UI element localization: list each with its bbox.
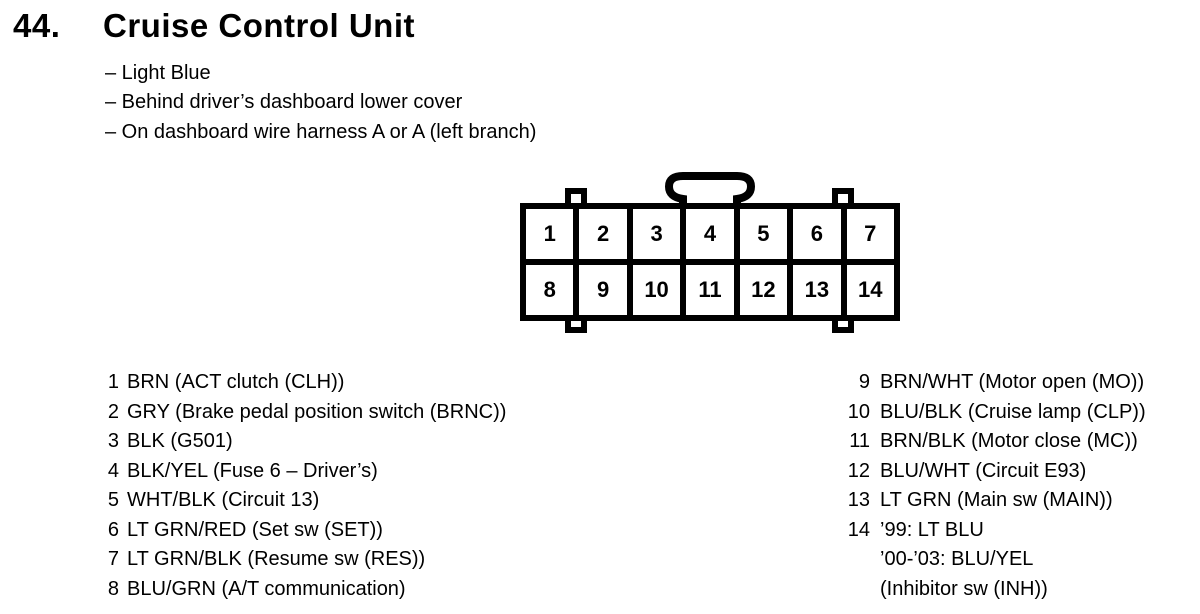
pin-description: (Inhibitor sw (INH)) (880, 577, 1048, 600)
pin-number: 12 (847, 459, 870, 482)
connector-body: 1 2 3 4 5 6 7 8 9 10 11 12 13 14 (520, 203, 900, 321)
pin-cell: 5 (739, 209, 788, 259)
pin-cell: 8 (526, 265, 574, 315)
pin-description: LT GRN/BLK (Resume sw (RES)) (127, 548, 426, 570)
pin-description: BLU/WHT (Circuit E93) (880, 459, 1087, 482)
pin-number: 3 (107, 430, 119, 452)
pin-number: 1 (107, 371, 119, 393)
pin-number: 11 (849, 430, 870, 452)
pin-cell: 11 (686, 265, 734, 315)
pin-cell: 13 (793, 265, 841, 315)
pin-cell: 14 (846, 265, 894, 315)
pin-number: 4 (107, 459, 119, 482)
connector-latch-icon (664, 172, 756, 213)
pin-row: 11 BRN/BLK (Motor close (MC)) (844, 427, 1146, 457)
pin-cell: 12 (739, 265, 788, 315)
pin-number-spacer (844, 575, 870, 605)
pin-row: 5 WHT/BLK (Circuit 13) (105, 486, 506, 516)
pin-row: 8 BLU/GRN (A/T communication) (105, 575, 506, 605)
pin-row: 4 BLK/YEL (Fuse 6 – Driver’s) (105, 457, 506, 487)
pin-row: 1 BRN (ACT clutch (CLH)) (105, 368, 506, 398)
pin-number: 6 (107, 518, 119, 541)
pin-row-continuation: ’00-’03: BLU/YEL (844, 545, 1146, 575)
pin-description: BLU/BLK (Cruise lamp (CLP)) (880, 400, 1146, 423)
pin-description: LT GRN/RED (Set sw (SET)) (127, 518, 383, 541)
pin-cell: 7 (846, 209, 894, 259)
pin-cell: 10 (632, 265, 681, 315)
pin-row: 6 LT GRN/RED (Set sw (SET)) (105, 516, 506, 546)
pin-description: BLU/GRN (A/T communication) (127, 577, 406, 600)
section-number: 44. (13, 7, 61, 44)
pin-row: 10 BLU/BLK (Cruise lamp (CLP)) (844, 398, 1146, 428)
pin-cell: 2 (579, 209, 627, 259)
page-title: Cruise Control Unit (103, 7, 415, 44)
pin-number: 7 (107, 548, 119, 570)
notes-list: – Light Blue – Behind driver’s dashboard… (105, 59, 536, 147)
note-line: – On dashboard wire harness A or A (left… (105, 120, 537, 143)
pin-row: 12 BLU/WHT (Circuit E93) (844, 457, 1146, 487)
pin-row-continuation: (Inhibitor sw (INH)) (844, 575, 1146, 605)
pin-description: BRN (ACT clutch (CLH)) (127, 371, 345, 393)
pin-description: ’99: LT BLU (880, 518, 984, 541)
pin-number-spacer (844, 545, 870, 575)
pin-number: 13 (847, 489, 870, 511)
connector-pin-grid: 1 2 3 4 5 6 7 8 9 10 11 12 13 14 (526, 209, 894, 315)
pin-cell: 4 (686, 209, 734, 259)
pin-description: GRY (Brake pedal position switch (BRNC)) (127, 400, 507, 423)
pin-row: 14 ’99: LT BLU (844, 516, 1146, 546)
pin-description: ’00-’03: BLU/YEL (880, 548, 1034, 570)
pin-description: BRN/BLK (Motor close (MC)) (880, 430, 1138, 452)
note-line: – Behind driver’s dashboard lower cover (105, 91, 463, 114)
pin-cell: 3 (632, 209, 681, 259)
pin-description: WHT/BLK (Circuit 13) (127, 489, 320, 511)
pin-number: 10 (847, 400, 870, 423)
pin-description: BLK/YEL (Fuse 6 – Driver’s) (127, 459, 378, 482)
pin-description: BLK (G501) (127, 430, 233, 452)
pin-row: 3 BLK (G501) (105, 427, 506, 457)
pin-number: 2 (107, 400, 119, 423)
note-line: – Light Blue (105, 62, 211, 84)
pin-number: 9 (858, 371, 870, 393)
pin-cell: 1 (526, 209, 574, 259)
pin-cell: 9 (579, 265, 627, 315)
pin-number: 8 (107, 577, 119, 600)
pin-cell: 6 (793, 209, 841, 259)
pin-row: 13 LT GRN (Main sw (MAIN)) (844, 486, 1146, 516)
pin-number: 14 (847, 518, 870, 541)
pin-list-right: 9 BRN/WHT (Motor open (MO)) 10 BLU/BLK (… (844, 368, 1146, 604)
pin-description: LT GRN (Main sw (MAIN)) (880, 489, 1113, 511)
pin-row: 7 LT GRN/BLK (Resume sw (RES)) (105, 545, 506, 575)
pin-row: 9 BRN/WHT (Motor open (MO)) (844, 368, 1146, 398)
pin-description: BRN/WHT (Motor open (MO)) (880, 371, 1145, 393)
pin-number: 5 (107, 489, 119, 511)
pin-row: 2 GRY (Brake pedal position switch (BRNC… (105, 398, 507, 428)
pin-list-left: 1 BRN (ACT clutch (CLH)) 2 GRY (Brake pe… (105, 368, 507, 605)
